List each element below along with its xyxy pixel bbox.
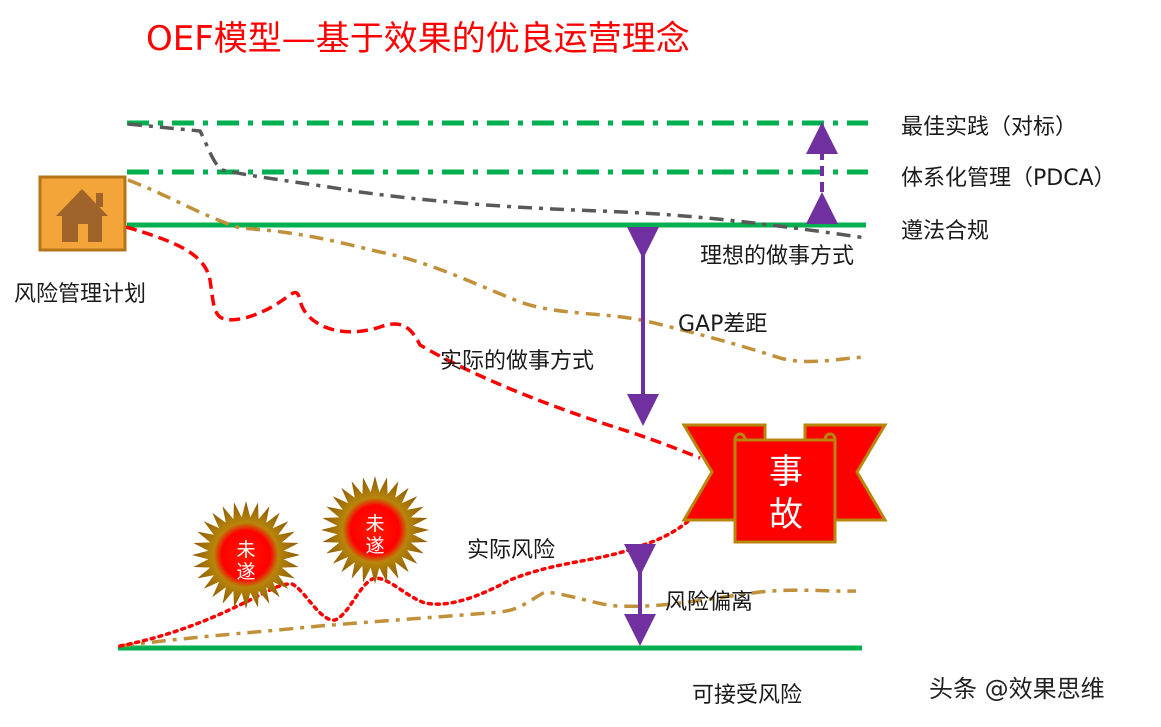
accident-line1: 事 — [769, 452, 803, 492]
gap-curve — [127, 178, 867, 364]
label-actual-way: 实际的做事方式 — [440, 349, 594, 374]
near-miss-1-line1: 未 — [236, 539, 255, 561]
ideal-way-curve — [127, 122, 867, 240]
near-miss-2-line2: 遂 — [365, 535, 384, 557]
accident-banner: 事 故 — [681, 423, 888, 544]
watermark: 头条 @效果思维 — [929, 675, 1105, 703]
label-risk-deviation: 风险偏离 — [665, 590, 753, 615]
label-actual-risk: 实际风险 — [467, 538, 555, 563]
label-ideal-way: 理想的做事方式 — [700, 244, 854, 269]
diagram-title: OEF模型—基于效果的优良运营理念 — [146, 19, 690, 59]
near-miss-star-2: 未 遂 — [321, 476, 429, 584]
label-compliance: 遵法合规 — [901, 219, 989, 244]
actual-way-curve — [125, 225, 701, 460]
near-miss-star-1: 未 遂 — [192, 501, 300, 609]
accident-line2: 故 — [769, 495, 803, 535]
label-systematic: 体系化管理（PDCA） — [901, 166, 1116, 191]
label-acceptable-risk: 可接受风险 — [692, 683, 802, 708]
house-icon — [38, 175, 127, 252]
label-risk-plan: 风险管理计划 — [14, 282, 146, 307]
near-miss-1-line2: 遂 — [236, 561, 255, 583]
near-miss-2-line1: 未 — [365, 513, 384, 535]
label-gap: GAP差距 — [678, 312, 767, 337]
risk-deviation-curve — [119, 588, 857, 648]
label-best-practice: 最佳实践（对标） — [901, 115, 1077, 140]
